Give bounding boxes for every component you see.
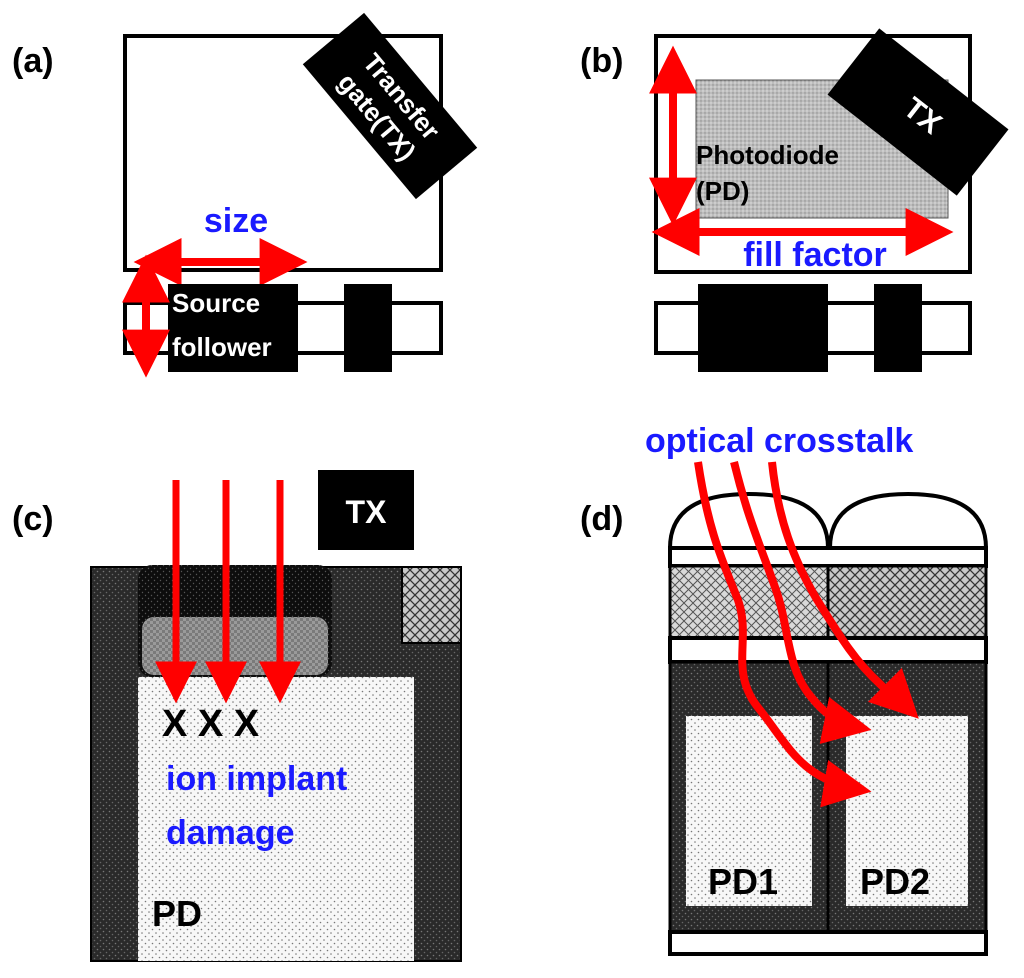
panel-c: (c) TX X X X ion implant damage PD — [12, 470, 462, 962]
tx-region — [401, 566, 462, 644]
panel-b: (b) TX Photodiode (PD) fill factor — [580, 28, 1009, 372]
gate-block — [344, 284, 392, 372]
pd-label: PD — [152, 893, 202, 934]
pd1-label: PD1 — [708, 861, 778, 902]
damage-marks: X X X — [162, 703, 260, 745]
panel-a: (a) Transfer gate(TX) size Source follow… — [12, 12, 478, 378]
panel-c-label: (c) — [12, 500, 54, 538]
photodiode-2 — [846, 716, 968, 906]
optical-crosstalk-label: optical crosstalk — [645, 422, 913, 460]
color-filter-right — [826, 564, 988, 640]
size-label: size — [204, 202, 268, 240]
source-follower-line1: Source — [172, 288, 260, 318]
gate-block — [874, 284, 922, 372]
microlens-right — [827, 491, 989, 550]
panel-d-label: (d) — [580, 500, 623, 538]
tx-label: TX — [346, 494, 388, 530]
damage-label: damage — [166, 814, 295, 852]
panel-b-label: (b) — [580, 42, 623, 80]
tx-gate: TX — [827, 28, 1009, 196]
source-follower — [168, 284, 298, 372]
oxide-layer — [142, 617, 328, 675]
dielectric-layer — [668, 636, 988, 664]
panel-d: (d) optical crosstalk PD1 PD2 — [580, 422, 989, 956]
photodiode-line2: (PD) — [696, 176, 749, 206]
photodiode-line1: Photodiode — [696, 140, 839, 170]
source-follower-line2: follower — [172, 332, 272, 362]
transfer-gate: Transfer gate(TX) — [302, 12, 478, 200]
photodiode-region — [138, 677, 414, 961]
panel-a-label: (a) — [12, 42, 54, 80]
fill-factor-label: fill factor — [743, 236, 887, 274]
crosstalk-ray-2 — [730, 461, 872, 744]
crosstalk-ray-1 — [694, 461, 872, 808]
bottom-layer — [668, 930, 988, 956]
source-follower-block — [698, 284, 828, 372]
ion-implant-label: ion implant — [166, 760, 347, 798]
tx-gate — [318, 470, 414, 550]
pd2-label: PD2 — [860, 861, 930, 902]
crosstalk-ray-3 — [768, 461, 919, 719]
